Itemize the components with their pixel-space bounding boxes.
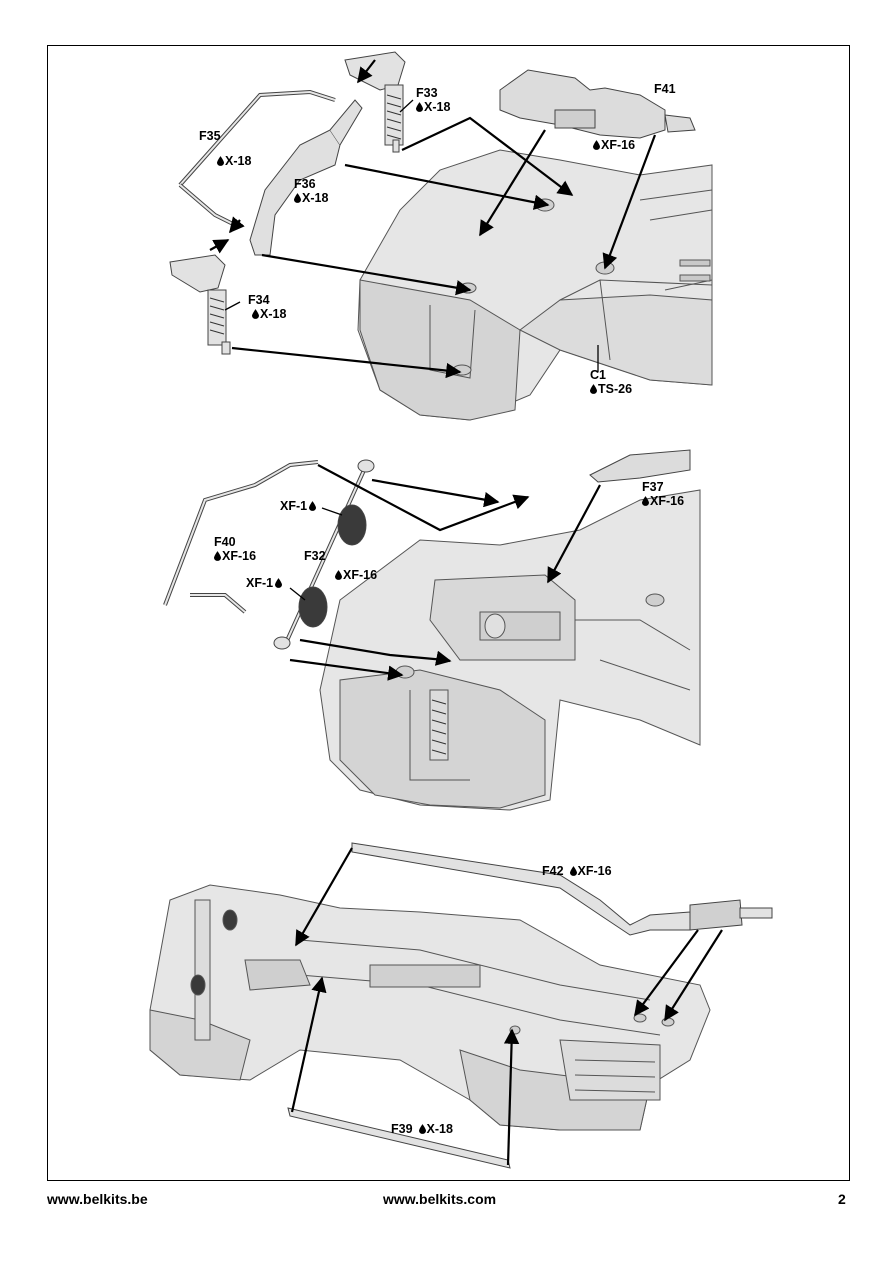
callout-f37: F37 XF-16 xyxy=(642,480,684,509)
step3-full-chassis xyxy=(149,884,711,1131)
paint-drop-icon xyxy=(309,501,317,511)
callout-f32-paint: XF-16 xyxy=(335,568,377,583)
page-number: 2 xyxy=(838,1191,846,1207)
footer-website-com: www.belkits.com xyxy=(383,1191,497,1207)
callout-f39: F39 X-18 xyxy=(391,1122,453,1136)
f33-strut xyxy=(344,51,406,153)
paint-code: X-18 xyxy=(217,154,251,168)
paint-code: XF-16 xyxy=(335,568,377,582)
callout-spring-upper: XF-1 xyxy=(280,499,317,513)
f42-exhaust-pipe xyxy=(351,842,773,936)
footer-website-be: www.belkits.be xyxy=(47,1191,148,1207)
part-id: F33 xyxy=(416,86,438,100)
page-frame xyxy=(47,45,850,1181)
f40-linkage-rod xyxy=(163,460,319,614)
paint-code: XF-1 xyxy=(246,576,283,590)
part-id: F34 xyxy=(248,293,270,307)
part-id: F40 xyxy=(214,535,236,549)
callout-f40: F40 XF-16 xyxy=(214,535,256,564)
step1-arrows xyxy=(209,59,657,379)
part-id: F35 xyxy=(199,129,221,143)
step2-leader-lines xyxy=(289,507,343,601)
step1-leader-lines xyxy=(224,99,599,372)
paint-drop-icon xyxy=(418,1124,426,1134)
callout-f35-paint: X-18 xyxy=(217,154,251,169)
step2-chassis-front xyxy=(319,489,701,811)
paint-drop-icon xyxy=(593,140,600,150)
paint-drop-icon xyxy=(217,156,224,166)
part-id: F41 xyxy=(654,82,676,96)
callout-f35: F35 xyxy=(199,129,221,143)
callout-spring-lower: XF-1 xyxy=(246,576,283,590)
paint-code: TS-26 xyxy=(590,382,632,396)
f34-strut xyxy=(169,254,231,355)
paint-code: X-18 xyxy=(294,191,328,205)
part-id-with-paint: F39 X-18 xyxy=(391,1122,453,1136)
callout-f41-paint: XF-16 xyxy=(593,138,635,153)
step3-arrows xyxy=(290,847,723,1166)
paint-drop-icon xyxy=(252,309,259,319)
part-id: F32 xyxy=(304,549,326,563)
part-id: C1 xyxy=(590,368,606,382)
paint-code: XF-1 xyxy=(280,499,317,513)
paint-drop-icon xyxy=(416,102,423,112)
f41-exhaust-assembly xyxy=(499,69,696,139)
paint-drop-icon xyxy=(275,578,283,588)
part-id-with-paint: F42 XF-16 xyxy=(542,864,612,878)
callout-c1: C1 TS-26 xyxy=(590,368,632,397)
paint-drop-icon xyxy=(569,866,577,876)
f35-linkage-rod xyxy=(178,89,336,227)
callout-f42: F42 XF-16 xyxy=(542,864,612,878)
callout-f41: F41 xyxy=(654,82,676,96)
paint-drop-icon xyxy=(335,570,342,580)
step2-arrows xyxy=(289,464,601,681)
callout-f32: F32 xyxy=(304,549,326,563)
f39-rear-bar xyxy=(287,1107,511,1169)
paint-code: XF-16 xyxy=(593,138,635,152)
paint-code: XF-16 xyxy=(642,494,684,508)
paint-drop-icon xyxy=(642,496,649,506)
callout-f36: F36 X-18 xyxy=(294,177,328,206)
callout-f34: F34 X-18 xyxy=(248,293,286,322)
paint-code: XF-16 xyxy=(214,549,256,563)
paint-code: X-18 xyxy=(252,307,286,321)
step1-chassis-rear xyxy=(357,149,713,421)
f32-stabilizer xyxy=(273,459,375,650)
part-id: F37 xyxy=(642,480,664,494)
f37-muffler-shield xyxy=(589,449,691,483)
paint-code: X-18 xyxy=(416,100,450,114)
paint-drop-icon xyxy=(214,551,221,561)
part-id: F36 xyxy=(294,177,316,191)
paint-drop-icon xyxy=(590,384,597,394)
callout-f33: F33 X-18 xyxy=(416,86,450,115)
paint-drop-icon xyxy=(294,193,301,203)
